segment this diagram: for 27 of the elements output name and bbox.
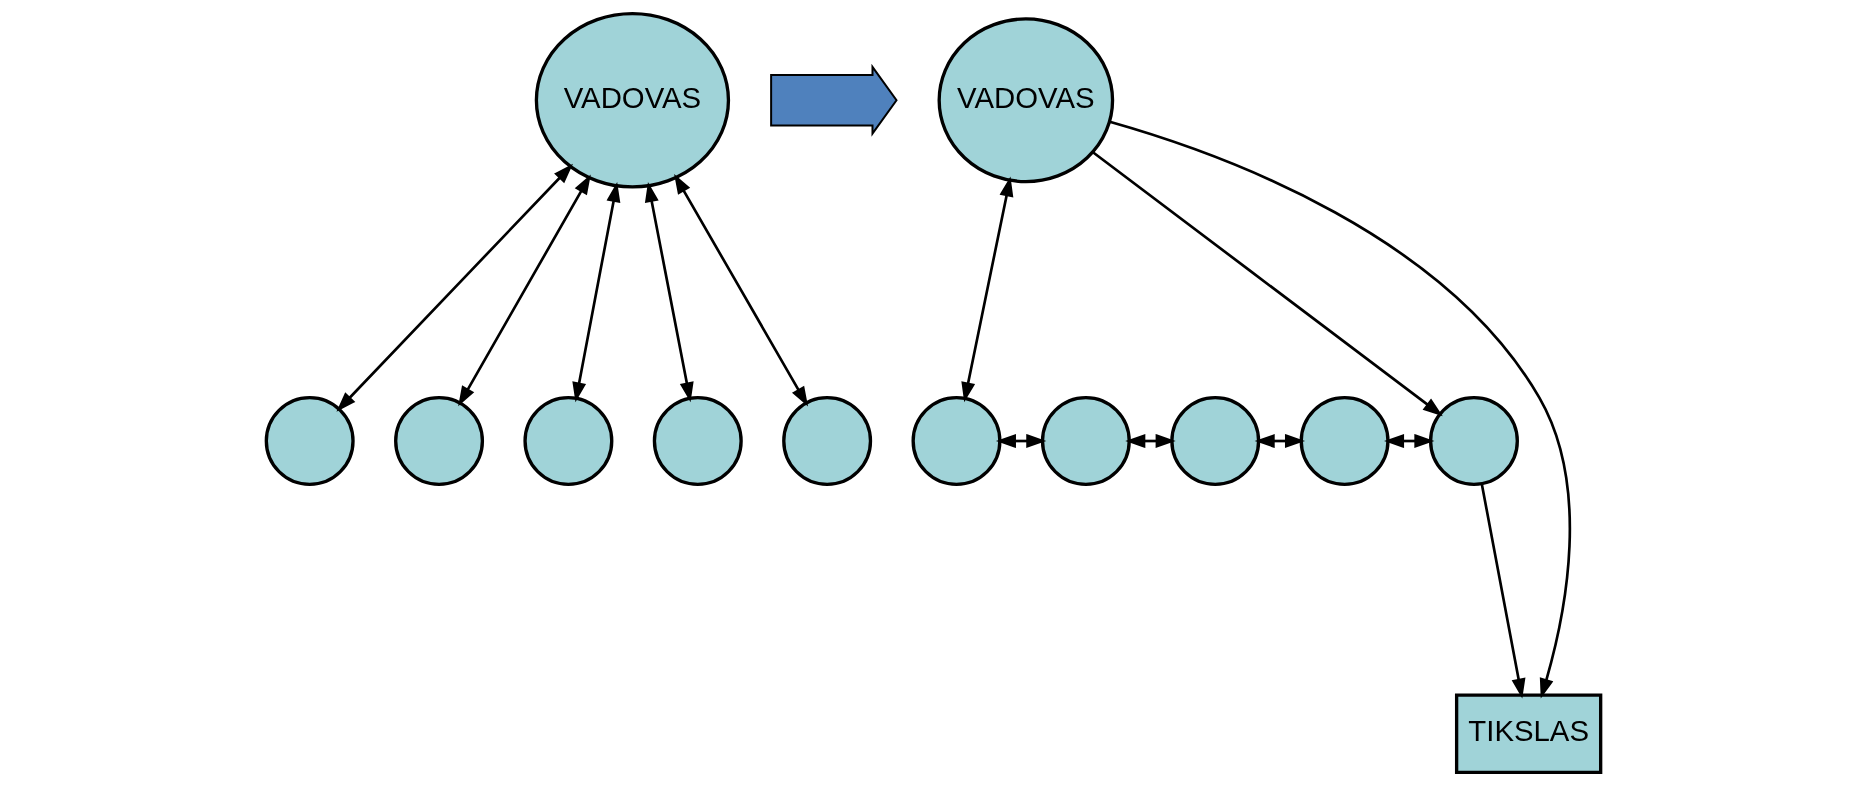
node-circle [782, 396, 873, 487]
arrow [572, 182, 621, 403]
node-circle [523, 396, 614, 487]
arrow [674, 173, 809, 407]
arrow [1480, 483, 1526, 699]
arrow [458, 174, 591, 407]
arrow [1109, 120, 1572, 699]
node-circle [264, 396, 355, 487]
node-circle: VADOVAS [534, 11, 731, 189]
node-circle [911, 396, 1002, 487]
node-circle [394, 396, 485, 487]
node-circle [1299, 396, 1390, 487]
arrow [336, 163, 573, 412]
arrow [644, 182, 694, 403]
arrow [961, 176, 1014, 403]
arrow [995, 434, 1047, 449]
node-circle [652, 396, 743, 487]
node-circle [1040, 396, 1131, 487]
node-circle [1428, 396, 1519, 487]
arrow [1092, 151, 1443, 417]
node-box: TIKSLAS [1454, 693, 1603, 775]
node-circle [1170, 396, 1261, 487]
node-circle: VADOVAS [937, 17, 1115, 184]
arrow [1125, 434, 1176, 449]
arrow [1254, 434, 1306, 449]
arrow [1384, 434, 1435, 449]
node-arrow [770, 63, 898, 137]
